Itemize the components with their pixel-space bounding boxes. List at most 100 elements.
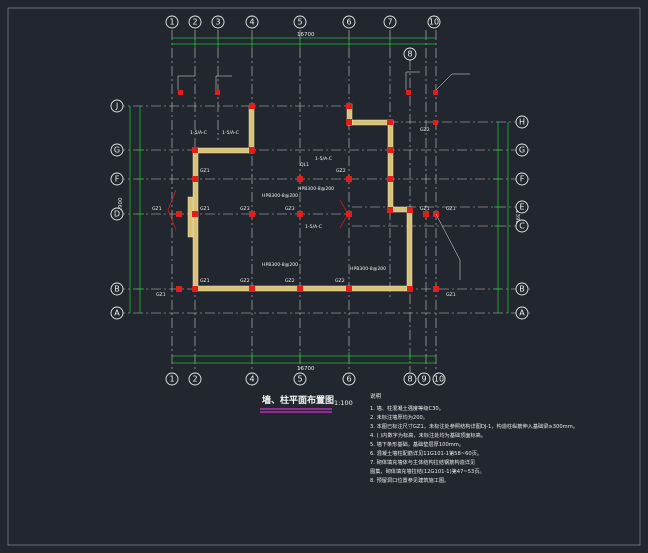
axis-bubble-bottom [165, 372, 179, 386]
label-gz1: GZ1 [200, 278, 210, 284]
column [192, 147, 198, 153]
column [387, 176, 393, 182]
axis-label-left: G [114, 146, 120, 155]
axis-bubble-right [515, 143, 529, 157]
column [387, 207, 393, 213]
leader-line [405, 71, 420, 90]
note-line: 8. 预留洞口位置参见建筑施工图。 [370, 476, 449, 484]
axis-grid-lines [115, 30, 530, 372]
axis-bubble-left [110, 143, 124, 157]
axis-bubble-right [515, 115, 529, 129]
note-line: 7. 砌体填充墙体与主体结构拉结钢筋构造详见 [370, 458, 475, 466]
axis-label-right: E [519, 203, 524, 212]
note-line: 6. 混凝土墙柱配筋详见11G101-1第58~60页。 [370, 449, 482, 457]
axis-bubble-bottom [245, 372, 259, 386]
axis-bubble-bottom [293, 372, 307, 386]
axis-bubble-bottom [432, 372, 446, 386]
column [192, 176, 198, 182]
column [346, 119, 352, 125]
column [346, 286, 352, 292]
axis-label-right: C [519, 222, 525, 231]
axis-bubble-left [110, 207, 124, 221]
axis-label-top: 4 [249, 18, 254, 27]
axis-bubble-top [211, 15, 225, 29]
axis-bubble-top [245, 15, 259, 29]
label-tag: HPB300-8@200 [262, 193, 298, 199]
axis-bubble-left [110, 99, 124, 113]
axis-bubble-top-extra [403, 47, 417, 61]
axis-label-bottom: 6 [346, 375, 351, 384]
axis-label-bottom: 5 [297, 375, 302, 384]
column [249, 286, 255, 292]
notes-heading: 说明 [370, 392, 382, 400]
columns [176, 90, 439, 292]
label-gz3: GZ3 [240, 206, 250, 212]
drawing-frame [7, 7, 641, 546]
label-tag: HPB300-8@200 [298, 186, 334, 192]
section-mark [167, 189, 177, 231]
axis-label-right: G [519, 146, 525, 155]
column [215, 90, 220, 95]
column [176, 211, 182, 217]
wall-segment [192, 147, 199, 292]
wall-segment [192, 147, 250, 154]
note-line: 图集，砌体填充墙拉结(12G101-1)第47~53页。 [370, 467, 485, 475]
label-tag: 1-5/A-C [305, 224, 322, 230]
drawing-scale: 1:100 [334, 399, 353, 407]
dim-right-total-text: 13900 [514, 210, 520, 228]
column [346, 176, 352, 182]
note-line: 4. ( )内数字为标高，未标注处均为基础顶面标高。 [370, 431, 486, 439]
axis-label-bottom: 10 [434, 375, 444, 384]
leader-line [435, 73, 470, 91]
column [433, 120, 438, 125]
leader-line [177, 75, 195, 90]
wall-segment [406, 209, 413, 292]
label-gz1: GZ1 [446, 292, 456, 298]
axis-label-top-extra: 8 [407, 50, 412, 59]
column [249, 147, 255, 153]
note-line: 3. 本图已标注尺寸GZ1，未标注处参照结构详图DJ-1，构造柱纵筋伸入基础梁≥… [370, 422, 578, 430]
label-tag: HPB300-8@200 [262, 262, 298, 268]
axis-bubble-top [383, 15, 397, 29]
axis-label-top: 7 [387, 18, 392, 27]
label-gz1: GZ1 [446, 206, 456, 212]
column [407, 207, 413, 213]
axis-bubble-bottom [342, 372, 356, 386]
dim-bottom-total-text: 16700 [297, 366, 315, 372]
axis-label-top: 1 [169, 18, 174, 27]
axis-bubble-left [110, 306, 124, 320]
axis-bubble-bottom [417, 372, 431, 386]
label-gz2: GZ2 [420, 127, 430, 133]
axis-label-bottom: 8 [407, 375, 412, 384]
note-line: 2. 未标注墙厚均为200。 [370, 413, 428, 421]
dimension-lines: 16700 16700 13900 13900 [118, 32, 520, 372]
axis-label-top: 3 [215, 18, 220, 27]
axis-label-left: F [115, 175, 120, 184]
note-line: 5. 墙下条形基础，基础垫层厚100mm。 [370, 440, 464, 448]
axis-bubble-top [165, 15, 179, 29]
column [346, 211, 352, 217]
leader-line [435, 213, 461, 280]
axis-bubble-left [110, 282, 124, 296]
axis-bubble-right [515, 282, 529, 296]
column [297, 211, 303, 217]
label-gz1: GZ1 [152, 206, 162, 212]
column [176, 286, 182, 292]
label-gz2: GZ2 [336, 168, 346, 174]
column [433, 286, 439, 292]
column [346, 103, 352, 109]
wall-segment [248, 105, 255, 154]
axis-bubble-right [515, 219, 529, 233]
label-gz1: GZ1 [200, 206, 210, 212]
note-line: 1. 墙、柱混凝土强度等级C30。 [370, 404, 444, 412]
axis-label-top: 2 [192, 18, 197, 27]
axis-bubble-top [427, 15, 441, 29]
axis-bubble-left [110, 172, 124, 186]
wall-segment [387, 119, 394, 213]
label-gz2: GZ2 [335, 278, 345, 284]
label-gz2: GZ2 [240, 278, 250, 284]
column [192, 286, 198, 292]
axis-bubble-bottom [403, 372, 417, 386]
